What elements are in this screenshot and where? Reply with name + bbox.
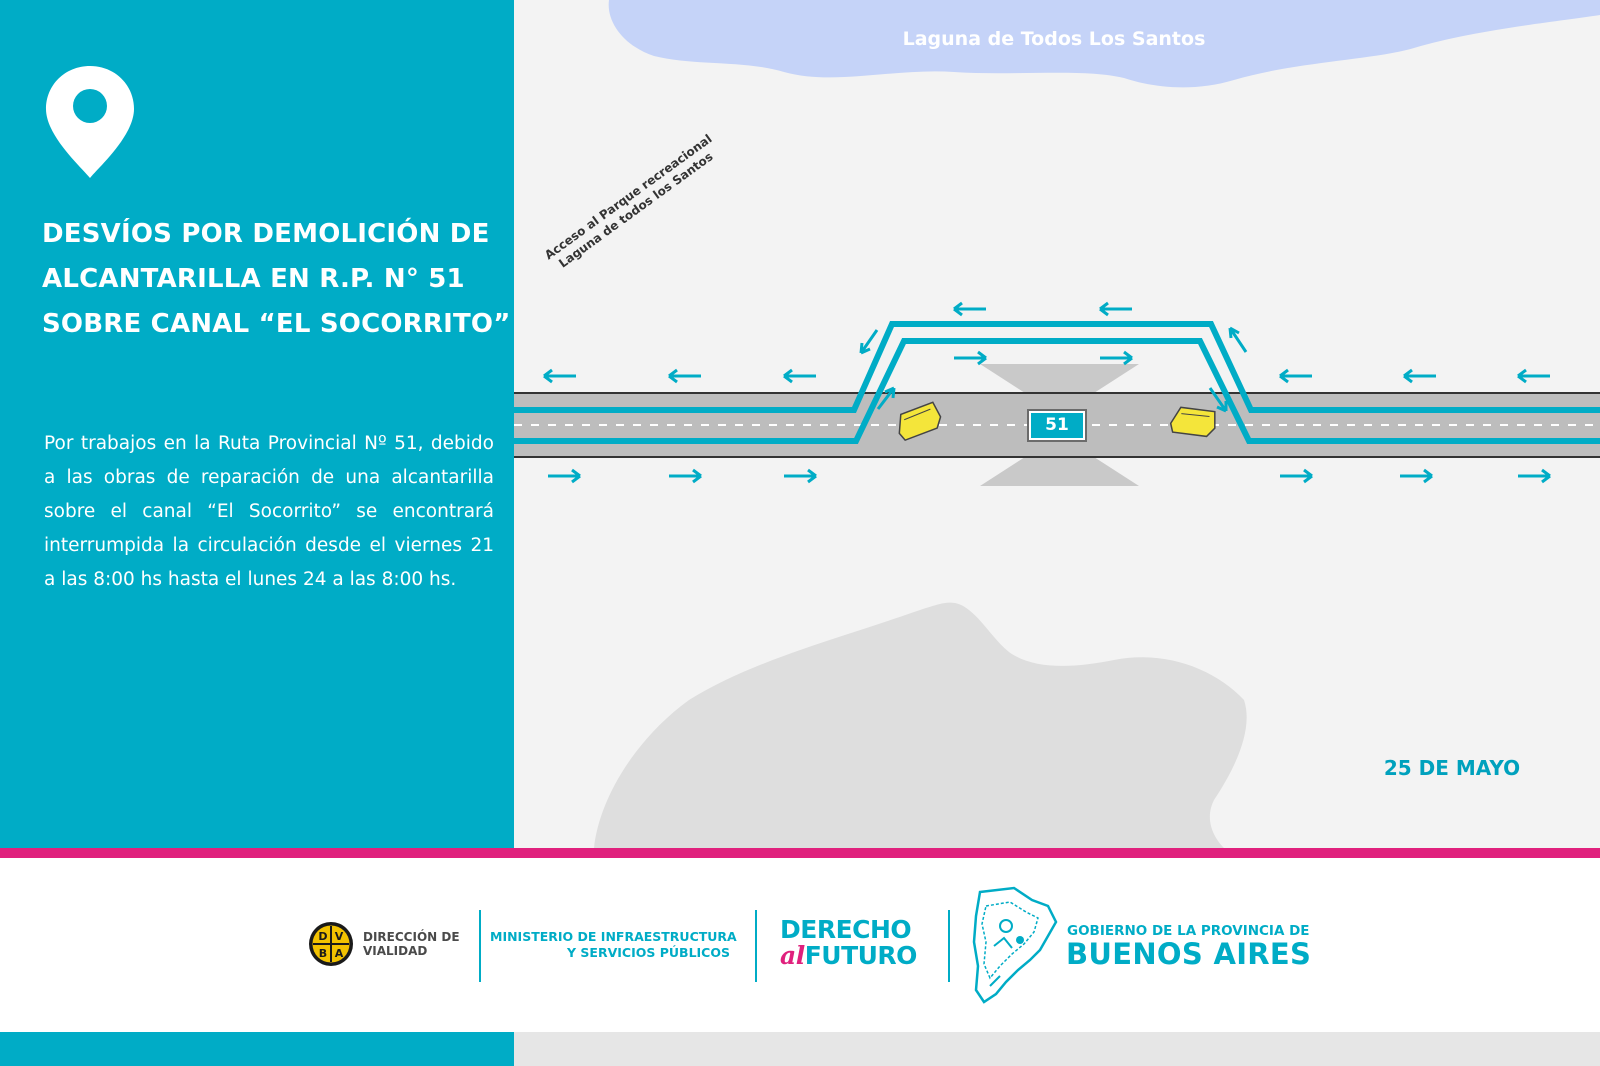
dvba-line-1: DIRECCIÓN DE: [363, 930, 460, 944]
detour-description: Por trabajos en la Ruta Provincial Nº 51…: [44, 433, 494, 590]
arrow-left-icon: [1517, 368, 1550, 384]
arrow-right-icon: [1518, 468, 1551, 484]
location-pin-icon: [46, 66, 134, 178]
arrow-right-icon: [784, 468, 817, 484]
futuro-word: FUTURO: [804, 941, 918, 970]
arrow-left-icon: [783, 368, 816, 384]
title-line-2: ALCANTARILLA EN R.P. N° 51: [42, 264, 465, 294]
gobierno-line-1: GOBIERNO DE LA PROVINCIA DE: [1067, 923, 1310, 939]
arrow-left-icon: [953, 301, 986, 317]
arrow-right-icon: [1100, 350, 1133, 366]
road-barrier-icon: [1169, 406, 1216, 438]
bridge-top-shape: [980, 364, 1139, 393]
accent-divider: [0, 848, 1600, 858]
arrow-left-icon: [543, 368, 576, 384]
logo-separator: [479, 910, 481, 982]
arrow-down-left-icon: [859, 329, 879, 355]
map-drawing: [514, 0, 1600, 848]
dvba-letter-a: A: [335, 947, 344, 960]
page-title: DESVÍOS POR DEMOLICIÓN DE ALCANTARILLA E…: [42, 212, 511, 347]
ministry-line-1: MINISTERIO DE INFRAESTRUCTURA: [490, 929, 737, 944]
footer-logos: D V B A DIRECCIÓN DE VIALIDAD MINISTERIO…: [0, 858, 1600, 1032]
arrow-up-left-icon: [1228, 326, 1248, 353]
al-word: al: [780, 941, 805, 970]
lake-label: Laguna de Todos Los Santos: [902, 28, 1206, 50]
title-line-3: SOBRE CANAL “EL SOCORRITO”: [42, 309, 511, 339]
logo-separator: [755, 910, 757, 982]
gobierno-line-2: BUENOS AIRES: [1066, 937, 1312, 971]
route-number-badge: 51: [1029, 411, 1085, 440]
ministry-line-2: Y SERVICIOS PÚBLICOS: [567, 945, 730, 960]
city-label: 25 DE MAYO: [1383, 756, 1521, 780]
bottom-bar-left: [0, 1032, 514, 1066]
dvba-name: DIRECCIÓN DE VIALIDAD: [363, 930, 473, 958]
arrow-down-right-icon: [1208, 387, 1228, 413]
dvba-letter-b: B: [319, 947, 327, 960]
arrow-right-icon: [1280, 468, 1313, 484]
derecho-al-futuro-logo: DERECHO alFUTURO: [780, 917, 930, 969]
dvba-line-2: VIALIDAD: [363, 944, 428, 958]
info-panel: DESVÍOS POR DEMOLICIÓN DE ALCANTARILLA E…: [0, 0, 514, 848]
al-futuro-line: alFUTURO: [780, 943, 930, 969]
title-line-1: DESVÍOS POR DEMOLICIÓN DE: [42, 219, 490, 249]
detour-route-inner: [514, 338, 1600, 444]
detour-route-outer: [514, 321, 1600, 413]
derecho-word: DERECHO: [780, 915, 912, 944]
dvba-letter-v: V: [335, 930, 344, 943]
arrow-right-icon: [548, 468, 581, 484]
arrow-right-icon: [1400, 468, 1433, 484]
arrow-up-right-icon: [876, 386, 896, 410]
dvba-letter-d: D: [318, 930, 327, 943]
lake-shape: [608, 0, 1600, 88]
bridge-bottom-shape: [980, 457, 1139, 486]
ministry-name: MINISTERIO DE INFRAESTRUCTURA Y SERVICIO…: [490, 929, 737, 961]
province-map-icon: [972, 886, 1058, 1004]
detour-map: Laguna de Todos Los Santos Acceso al Par…: [514, 0, 1600, 848]
dvba-logo: D V B A: [309, 922, 353, 966]
arrow-left-icon: [668, 368, 701, 384]
logo-separator: [948, 910, 950, 982]
arrow-left-icon: [1403, 368, 1436, 384]
road-barrier-icon: [898, 401, 942, 442]
arrow-right-icon: [954, 350, 987, 366]
bottom-bar-right: [514, 1032, 1600, 1066]
arrow-left-icon: [1279, 368, 1312, 384]
arrow-right-icon: [669, 468, 702, 484]
arrow-left-icon: [1099, 301, 1132, 317]
land-shape: [594, 602, 1247, 848]
